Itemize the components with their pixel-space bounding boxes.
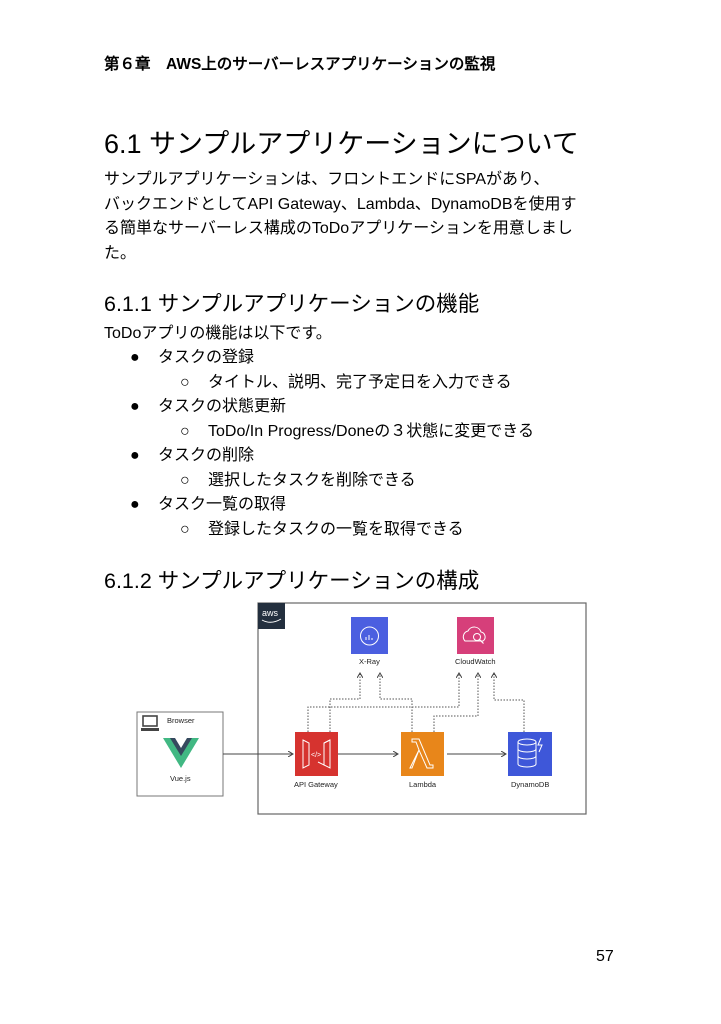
bullet-icon: ● bbox=[130, 447, 140, 464]
xray-icon bbox=[351, 617, 388, 654]
features-heading: 6.1.1 サンプルアプリケーションの機能 bbox=[104, 292, 480, 316]
features-intro: ToDoアプリの機能は以下です。 bbox=[104, 325, 332, 342]
api-gateway-icon: </> bbox=[295, 732, 338, 776]
sub-item-label: ToDo/In Progress/Doneの３状態に変更できる bbox=[208, 422, 534, 440]
circle-bullet-icon: ○ bbox=[180, 471, 190, 489]
bullet-icon: ● bbox=[130, 398, 140, 415]
svg-text:</>: </> bbox=[311, 752, 321, 759]
list-item: ● タスク一覧の取得 bbox=[104, 493, 534, 518]
dynamodb-icon bbox=[508, 732, 552, 776]
chapter-header: 第６章 AWS上のサーバーレスアプリケーションの監視 bbox=[104, 56, 496, 73]
lambda-icon bbox=[401, 732, 444, 776]
circle-bullet-icon: ○ bbox=[180, 520, 190, 538]
list-item: ● タスクの登録 bbox=[104, 346, 534, 371]
section-title: 6.1 サンプルアプリケーションについて bbox=[104, 129, 579, 159]
bullet-icon: ● bbox=[130, 349, 140, 366]
list-item-label: タスク一覧の取得 bbox=[158, 496, 287, 513]
list-item-label: タスクの削除 bbox=[158, 447, 255, 464]
paragraph-line: た。 bbox=[104, 244, 137, 262]
sub-list-item: ○ タイトル、説明、完了予定日を入力できる bbox=[104, 371, 534, 396]
paragraph: サンプルアプリケーションは、フロントエンドにSPAがあり、 バックエンドとしてA… bbox=[104, 168, 577, 266]
list-item: ● タスクの状態更新 bbox=[104, 395, 534, 420]
cloudwatch-icon bbox=[457, 617, 494, 654]
sub-list-item: ○ 選択したタスクを削除できる bbox=[104, 469, 534, 494]
sub-list-item: ○ 登録したタスクの一覧を取得できる bbox=[104, 518, 534, 543]
aws-logo: aws bbox=[258, 603, 285, 629]
sub-item-label: 登録したタスクの一覧を取得できる bbox=[208, 520, 464, 538]
monitoring-arrows bbox=[307, 673, 525, 732]
list-item-label: タスクの登録 bbox=[158, 349, 255, 366]
sub-item-label: タイトル、説明、完了予定日を入力できる bbox=[208, 373, 512, 391]
list-item: ● タスクの削除 bbox=[104, 444, 534, 469]
vue-logo-icon bbox=[163, 738, 199, 768]
cloudwatch-label: CloudWatch bbox=[455, 657, 496, 666]
list-item-label: タスクの状態更新 bbox=[158, 398, 287, 415]
sub-list-item: ○ ToDo/In Progress/Doneの３状態に変更できる bbox=[104, 420, 534, 445]
feature-list: ● タスクの登録 ○ タイトル、説明、完了予定日を入力できる ● タスクの状態更新 ○… bbox=[104, 346, 534, 542]
aws-cloud-boundary bbox=[257, 602, 587, 815]
xray-label: X-Ray bbox=[359, 657, 380, 666]
architecture-heading: 6.1.2 サンプルアプリケーションの構成 bbox=[104, 569, 480, 593]
vue-label: Vue.js bbox=[170, 774, 191, 783]
browser-label: Browser bbox=[167, 716, 195, 725]
paragraph-line: る簡単なサーバーレス構成のToDoアプリケーションを用意しまし bbox=[104, 220, 573, 237]
circle-bullet-icon: ○ bbox=[180, 373, 190, 391]
bullet-icon: ● bbox=[130, 496, 140, 513]
paragraph-line: バックエンドとしてAPI Gateway、Lambda、DynamoDBを使用す bbox=[104, 195, 577, 213]
dynamodb-label: DynamoDB bbox=[511, 780, 549, 789]
circle-bullet-icon: ○ bbox=[180, 422, 190, 440]
page-number: 57 bbox=[596, 948, 614, 965]
api-gateway-label: API Gateway bbox=[294, 780, 338, 789]
lambda-label: Lambda bbox=[409, 780, 437, 789]
svg-text:aws: aws bbox=[262, 608, 279, 618]
sub-item-label: 選択したタスクを削除できる bbox=[208, 471, 416, 489]
laptop-icon bbox=[141, 715, 159, 731]
paragraph-line: サンプルアプリケーションは、フロントエンドにSPAがあり、 bbox=[104, 171, 550, 188]
